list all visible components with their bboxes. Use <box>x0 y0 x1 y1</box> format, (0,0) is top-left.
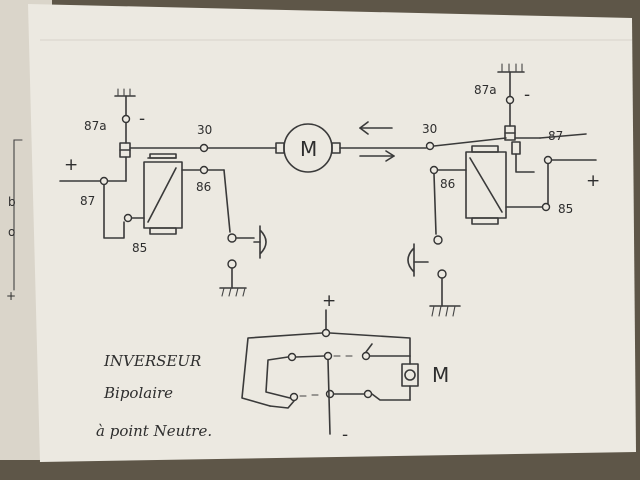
minus-right: - <box>524 85 530 105</box>
arrow-left <box>359 121 393 135</box>
margin-bracket <box>13 139 23 291</box>
switch-contact-left-top <box>227 233 237 243</box>
ground-symbol-top-right <box>497 63 525 97</box>
plus-left: + <box>64 155 78 175</box>
label-86-left: 86 <box>196 180 211 194</box>
terminal-86-left <box>199 165 209 175</box>
switch-contact-right-bottom <box>437 269 447 279</box>
label-86-right: 86 <box>440 177 455 191</box>
switch-contact-mid-right <box>361 351 371 361</box>
switch-contact-left-bottom <box>227 259 237 269</box>
terminal-86-right <box>429 165 439 175</box>
ground-symbol-right <box>429 305 461 317</box>
switch-common-top <box>321 328 331 338</box>
terminal-87a-left <box>121 114 131 124</box>
terminal-87-left <box>99 176 109 186</box>
switch-motor-label: M <box>432 363 449 387</box>
margin-mark-o: o <box>8 225 15 239</box>
motor-label: M <box>300 137 317 161</box>
margin-mark-plus: + <box>6 289 16 303</box>
label-87a-right: 87a <box>474 83 497 97</box>
switch-contact-bot-center <box>325 389 335 399</box>
switch-contact-right-top <box>433 235 443 245</box>
margin-mark-b: b <box>8 195 16 209</box>
terminal-85-right <box>541 202 551 212</box>
paper-sheet <box>28 4 636 462</box>
ground-symbol-top-left <box>114 88 136 117</box>
terminal-85-left <box>123 213 133 223</box>
switch-minus: - <box>342 425 348 445</box>
caption-line-2: Bipolaire <box>103 384 173 402</box>
switch-contact-mid-center <box>323 351 333 361</box>
terminal-87-right-supply <box>543 155 553 165</box>
switch-contact-bot-right <box>363 389 373 399</box>
terminal-30-right <box>425 141 435 151</box>
label-30-right: 30 <box>422 122 437 136</box>
switch-contact-bot-left <box>289 392 299 402</box>
caption-line-3: à point Neutre. <box>96 422 212 440</box>
switch-contact-mid-left <box>287 352 297 362</box>
push-button-right <box>407 243 415 277</box>
caption-line-1: INVERSEUR <box>103 352 201 370</box>
minus-left: - <box>139 109 145 129</box>
label-85-left: 85 <box>132 241 147 255</box>
label-87a-left: 87a <box>84 119 107 133</box>
label-30-left: 30 <box>197 123 212 137</box>
ground-symbol-left <box>219 287 247 297</box>
terminal-87a-right <box>505 95 515 105</box>
plus-right: + <box>586 171 600 191</box>
switch-plus: + <box>322 291 336 311</box>
arrow-right <box>359 150 395 162</box>
label-87-left: 87 <box>80 194 95 208</box>
label-85-right: 85 <box>558 202 573 216</box>
terminal-30-left <box>199 143 209 153</box>
